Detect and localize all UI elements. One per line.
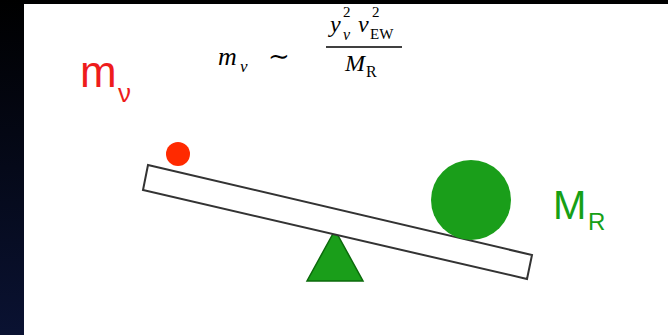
formula-subscript: R [366, 64, 377, 80]
fraction-bar [326, 46, 402, 47]
formula-symbol: v [358, 12, 369, 36]
formula-subscript: ν [343, 27, 350, 43]
formula-symbol: m [218, 44, 237, 70]
formula-subscript: ν [240, 58, 248, 75]
formula-symbol: M [345, 51, 365, 75]
formula-symbol: y [330, 12, 341, 36]
mass-symbol: m [80, 50, 117, 94]
mass-symbol: M [553, 185, 586, 225]
mass-subscript: R [588, 210, 605, 234]
formula-superscript: 2 [343, 5, 351, 20]
mass-subscript: ν [118, 80, 131, 106]
formula-operator: ∼ [268, 44, 290, 70]
formula-superscript: 2 [372, 5, 380, 20]
heavy-mass-ball [431, 160, 511, 240]
formula-subscript: EW [370, 27, 393, 42]
light-mass-ball [166, 142, 190, 166]
